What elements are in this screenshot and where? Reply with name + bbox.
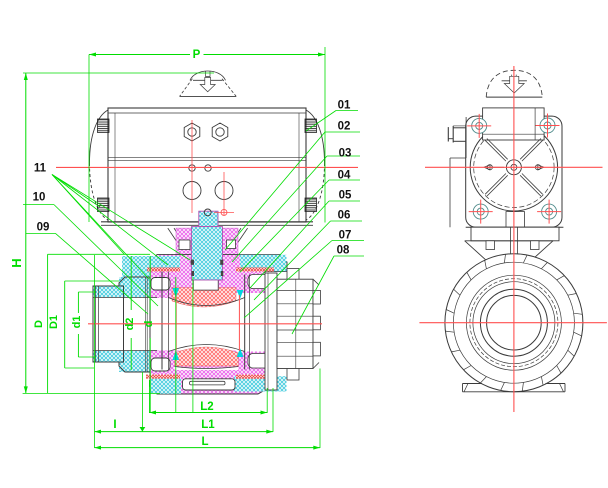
svg-text:L: L bbox=[201, 436, 208, 448]
svg-text:d2: d2 bbox=[124, 318, 136, 331]
svg-text:d: d bbox=[143, 321, 155, 328]
svg-text:02: 02 bbox=[338, 121, 351, 133]
svg-text:06: 06 bbox=[338, 210, 351, 222]
svg-text:P: P bbox=[193, 49, 201, 61]
svg-text:03: 03 bbox=[339, 148, 352, 160]
svg-text:05: 05 bbox=[339, 190, 352, 202]
svg-text:D1: D1 bbox=[48, 315, 60, 329]
svg-text:L1: L1 bbox=[201, 419, 215, 431]
svg-text:D: D bbox=[33, 320, 45, 328]
svg-text:L2: L2 bbox=[200, 401, 213, 413]
svg-text:01: 01 bbox=[338, 100, 351, 112]
svg-text:10: 10 bbox=[33, 192, 46, 204]
svg-text:I: I bbox=[113, 419, 116, 431]
svg-text:04: 04 bbox=[338, 170, 351, 182]
svg-text:07: 07 bbox=[339, 230, 352, 242]
svg-text:H: H bbox=[9, 258, 24, 267]
svg-text:d1: d1 bbox=[71, 316, 83, 329]
svg-text:08: 08 bbox=[337, 245, 350, 257]
svg-text:11: 11 bbox=[34, 163, 47, 175]
svg-text:09: 09 bbox=[37, 222, 50, 234]
